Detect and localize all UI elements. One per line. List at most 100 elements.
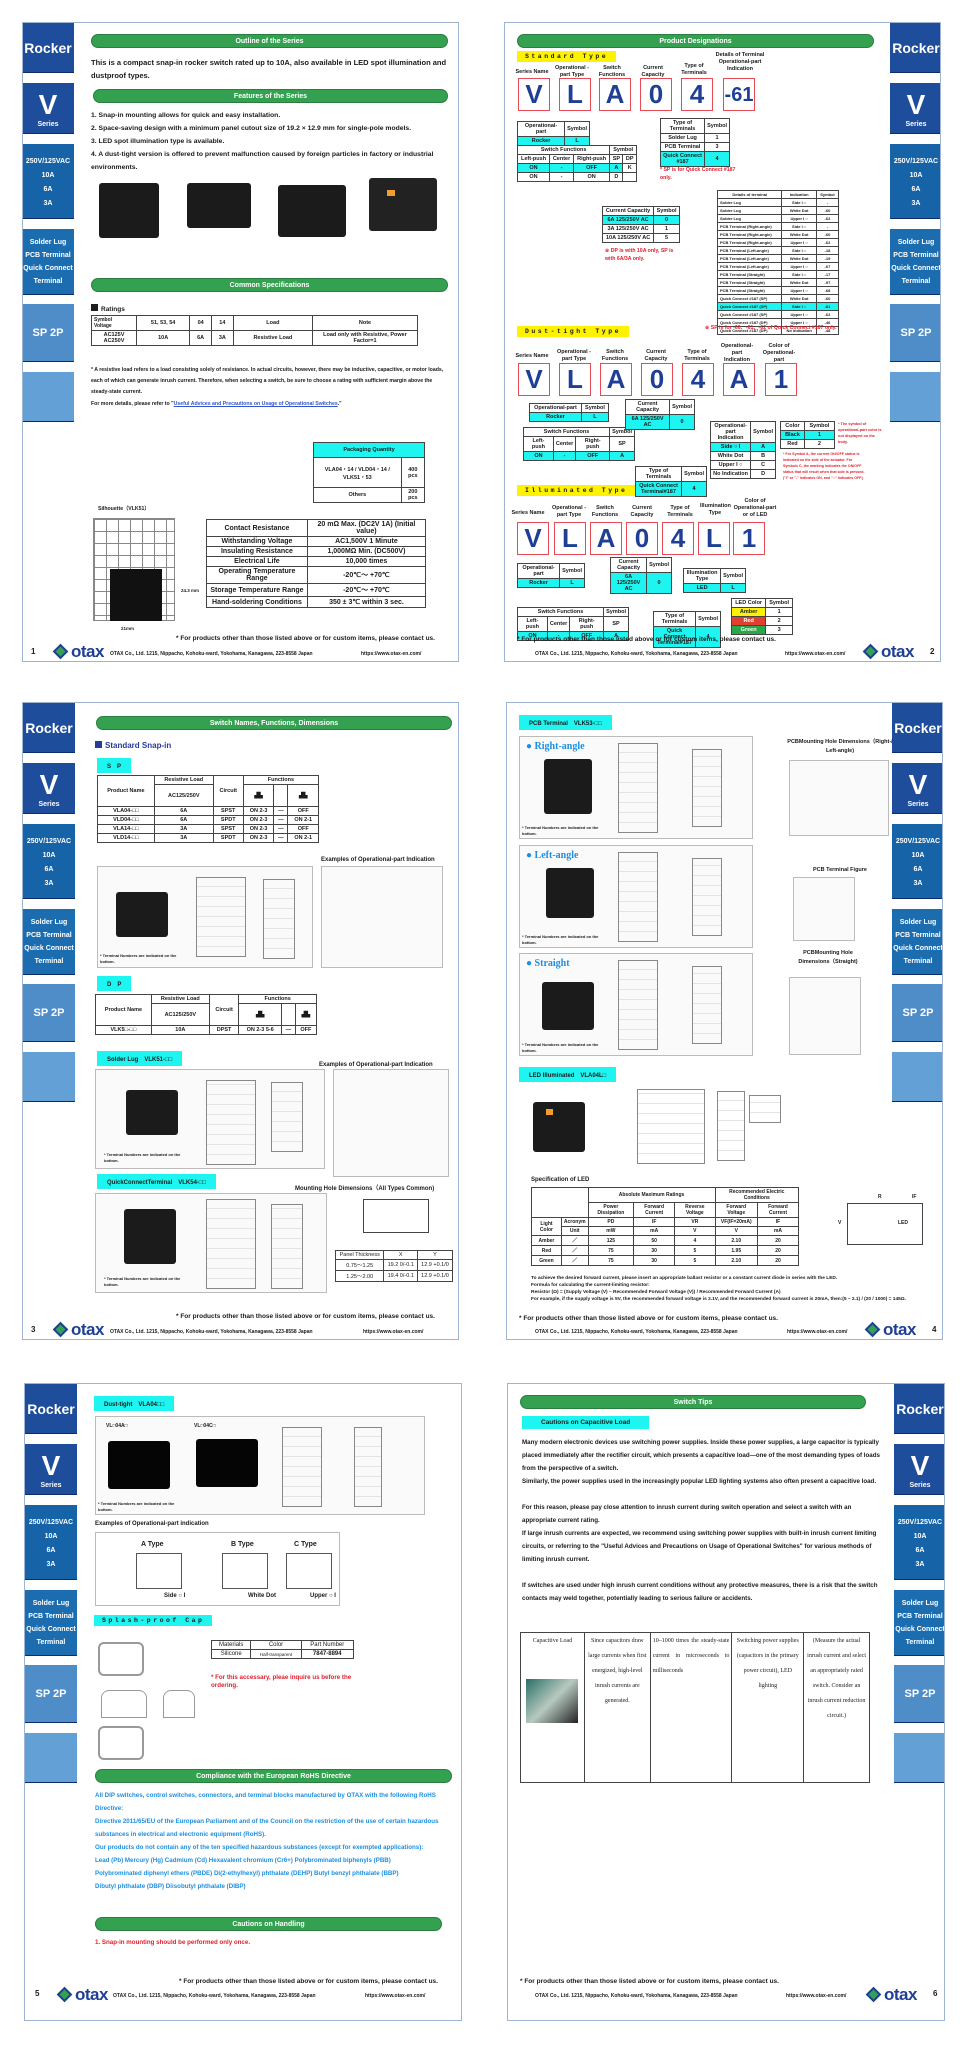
front-drawing: [282, 1427, 322, 1507]
pcb-hole-rl-drawing: [789, 760, 889, 836]
code-label: Operational-part Indication: [720, 343, 754, 363]
footer-note: * For products other than those listed a…: [176, 1313, 435, 1320]
code-box: A: [600, 363, 632, 396]
side-drawing: [692, 858, 722, 936]
features-list: 1. Snap-in mounting allows for quick and…: [91, 112, 434, 171]
side-drawing: [271, 1082, 303, 1152]
type-b-drawing: [222, 1553, 268, 1589]
footer-address: OTAX Co., Ltd. 1215, Nippacho, Kohoku-wa…: [113, 1993, 316, 1999]
silhouette-shape: [110, 569, 162, 621]
details-row: PCB Terminal (Right-angle)Upper I ○-62: [716, 238, 840, 247]
section-bar-common-specs: Common Specifications: [91, 278, 448, 292]
code-label: Series Name: [511, 510, 545, 516]
code-box: 0: [640, 78, 672, 111]
footer-address: OTAX Co., Ltd. 1215, Nippacho, Kohoku-wa…: [110, 1329, 313, 1335]
details-row: PCB Terminal (Left-angle)Side I ○-18: [716, 246, 840, 255]
side-drawing: [263, 879, 295, 959]
switch-photo: [116, 892, 168, 937]
terminal-note: * Terminal Numbers are indicated on the …: [100, 953, 177, 964]
switch-photo: [542, 982, 594, 1030]
pcb-hole-rl-label: PCBMounting Hole Dimensions（Right-/ Left…: [787, 739, 893, 754]
useful-advices-link[interactable]: Useful Advices and Precautions on Usage …: [173, 401, 338, 407]
type-a-caption: Side ○ I: [164, 1593, 186, 1599]
otax-logo: otax: [864, 1320, 916, 1339]
series-letter: V: [38, 89, 58, 120]
footer-url[interactable]: https://www.otax-en.com/: [786, 1993, 847, 1999]
switch-photo: [546, 868, 594, 918]
code-box: A: [723, 363, 755, 396]
pcb-hole-straight-label: PCBMounting Hole Dimensions（Straight): [798, 950, 858, 965]
silhouette-width: 21mm: [121, 626, 135, 631]
code-box: L: [554, 522, 586, 555]
details-row: PCB Terminal (Right-angle)Side I ○-: [716, 222, 840, 231]
led-circuit-diagram: R V LED IF: [838, 1194, 923, 1245]
badge-dust-tight: Dust-tight VLA04□□: [94, 1396, 175, 1411]
footer-note: * For products other than those listed a…: [519, 1315, 778, 1322]
outline-text: This is a compact snap-in rocker switch …: [91, 58, 447, 80]
side-drawing: [692, 966, 722, 1044]
code-label: Current Capacity: [644, 349, 668, 362]
cap-front-drawing: [101, 1690, 147, 1718]
footer-address: OTAX Co., Ltd. 1215, Nippacho, Kohoku-wa…: [535, 1329, 738, 1335]
dust-tight-drawing-box: VL□04A□ VL□04C□ * Terminal Numbers are i…: [95, 1416, 425, 1515]
code-box: L: [559, 78, 591, 111]
page-number: 6: [933, 1989, 938, 1998]
logo-diamond-icon: [864, 1321, 881, 1338]
code-label: Type of Terminals: [681, 63, 707, 76]
badge-led-illuminated: LED Illuminated VLA04L□: [519, 1067, 617, 1082]
logo-diamond-icon: [862, 643, 879, 660]
footer-note: * For products other than those listed a…: [176, 635, 435, 642]
silhouette-grid: [93, 518, 175, 621]
terminal-note: * Terminal Numbers are indicated on the …: [522, 825, 599, 836]
code-a-label: VL□04A□: [106, 1423, 128, 1429]
front-drawing: [196, 877, 246, 957]
tab-rocker: Rocker: [892, 703, 942, 753]
switch-photo: [544, 759, 592, 814]
badge-sp: S P: [97, 758, 132, 773]
footer-url[interactable]: https://www.otax-en.com/: [361, 651, 422, 657]
pcb-figure-drawing: [793, 877, 855, 941]
capacitor-photo: [526, 1679, 579, 1723]
badge-standard-type: Standard Type: [517, 51, 617, 62]
details-row: PCB Terminal (Right-angle)White Dot-60: [716, 230, 840, 239]
tab-poles: SP 2P: [23, 984, 75, 1042]
tab-blank: [890, 372, 940, 422]
tab-rocker: Rocker: [23, 703, 75, 753]
otax-logo: otax: [52, 1320, 104, 1339]
code-box: L: [698, 522, 730, 555]
code-box: V: [518, 78, 550, 111]
footer-url[interactable]: https://www.otax-en.com/: [363, 1329, 424, 1335]
product-image-vla04a: [99, 183, 159, 238]
code-c-label: VL□04C□: [194, 1423, 216, 1429]
examples-label: Examples of Operational-part Indication: [321, 857, 435, 863]
footer-url[interactable]: https://www.otax-en.com/: [787, 1329, 848, 1335]
badge-quick-connect: QuickConnectTerminal VLK54-□□: [97, 1174, 217, 1189]
details-row: Quick Connect #187 (SP)Upper I ○-62: [716, 310, 840, 319]
footer-url[interactable]: https://www.otax-en.com/: [365, 1993, 426, 1999]
otax-logo: otax: [865, 1985, 917, 2005]
switch-photo-c: [196, 1439, 258, 1487]
terminal-note: * Terminal Numbers are indicated on the …: [104, 1276, 181, 1287]
product-image-vla04l1: [369, 178, 437, 231]
footer-url[interactable]: https://www.otax-en.com/: [785, 651, 846, 657]
